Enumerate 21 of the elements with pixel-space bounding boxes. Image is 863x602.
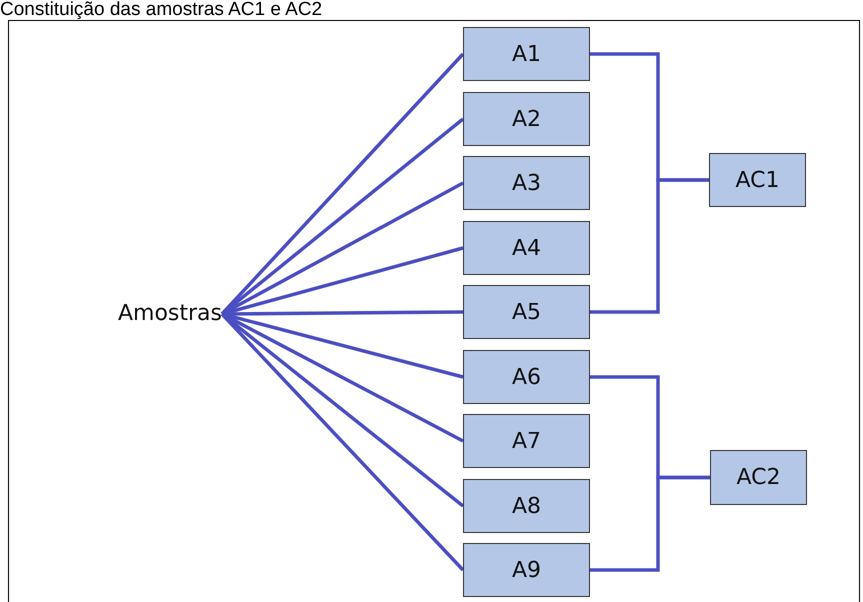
diagram-title: Constituição das amostras AC1 e AC2	[0, 0, 322, 20]
connector-line	[220, 118, 464, 316]
sample-box: A4	[463, 221, 590, 275]
connector-line	[220, 312, 464, 508]
sample-box: A3	[463, 156, 590, 210]
connector-line	[590, 178, 709, 314]
connector-line	[590, 476, 710, 572]
sample-box: A7	[463, 414, 590, 468]
sample-box: AC2	[710, 450, 807, 505]
connector-line	[221, 181, 464, 316]
sample-box: A9	[463, 543, 590, 597]
sample-box: A6	[463, 350, 590, 404]
sample-box: A8	[463, 479, 590, 533]
connector-line	[220, 312, 464, 572]
node-label: Amostras	[8, 296, 222, 330]
sample-box: AC1	[709, 153, 806, 207]
connector-line	[221, 312, 464, 443]
connector-line	[220, 52, 464, 316]
sample-box: A1	[463, 27, 590, 81]
sample-box: A5	[463, 285, 590, 339]
sample-box: A2	[463, 92, 590, 146]
